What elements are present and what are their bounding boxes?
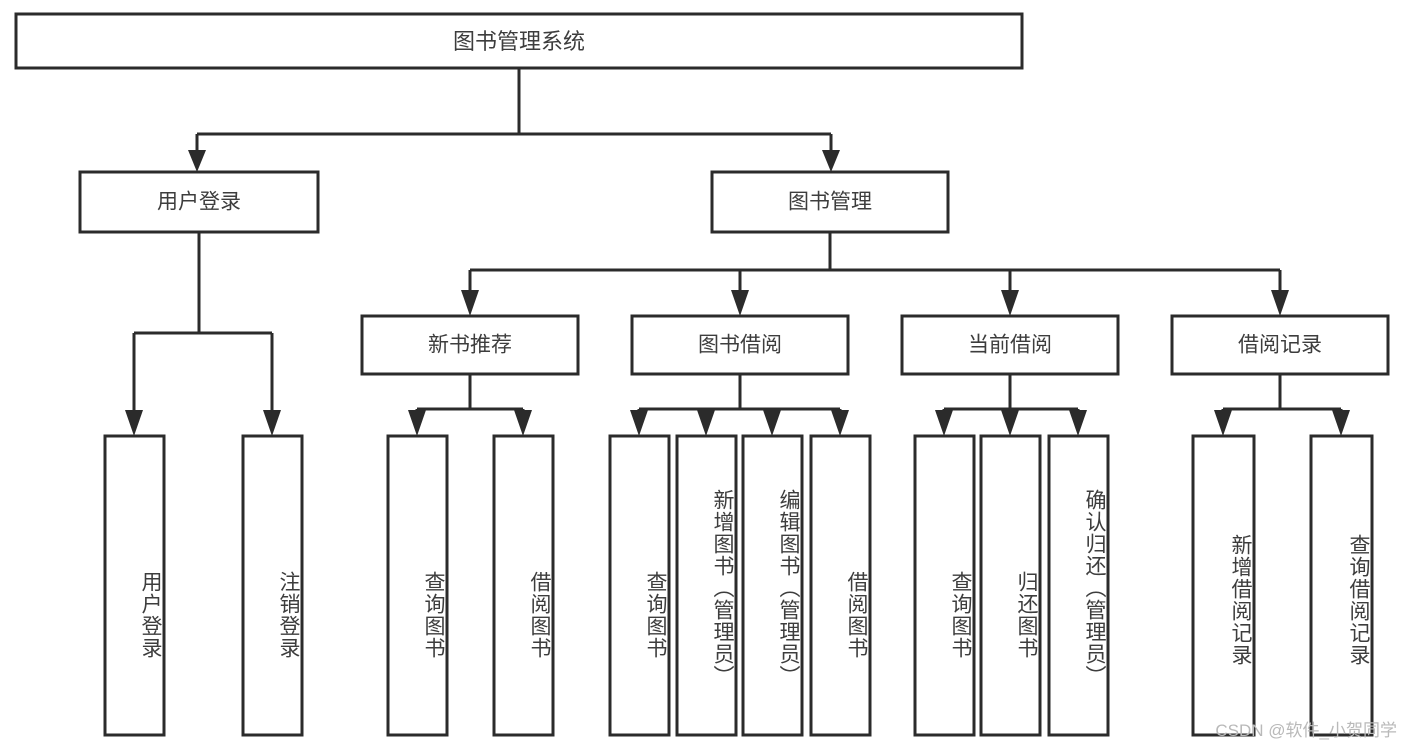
node-root-system[interactable]: 图书管理系统 [14, 12, 1024, 70]
leaf-box-borrow-1[interactable] [675, 434, 738, 737]
node-user-login[interactable]: 用户登录 [78, 170, 320, 234]
arrow-head-icon-bookmgmt-0 [461, 290, 479, 316]
arrow-head-icon-root-1 [822, 150, 840, 172]
leaf-box-current-1[interactable] [979, 434, 1042, 737]
arrow-head-icon-record-1 [1332, 410, 1350, 436]
arrow-head-icon-borrow-1 [697, 410, 715, 436]
node-borrow-record[interactable]: 借阅记录 [1170, 314, 1390, 376]
arrow-head-icon-root-0 [188, 150, 206, 172]
level2-label-0: 用户登录 [157, 191, 241, 214]
arrow-head-icon-recommend-0 [408, 410, 426, 436]
arrow-head-icon-current-0 [935, 410, 953, 436]
arrow-head-icon-bookmgmt-3 [1271, 290, 1289, 316]
root-box[interactable] [14, 12, 1024, 70]
leaf-box-record-1[interactable] [1309, 434, 1374, 737]
arrow-head-icon-bookmgmt-1 [731, 290, 749, 316]
level3-label-1: 图书借阅 [698, 334, 782, 357]
leaf-box-current-0[interactable] [913, 434, 976, 737]
level3-box-3[interactable] [1170, 314, 1390, 376]
arrow-head-icon-userlogin-0 [125, 410, 143, 436]
arrow-head-icon-borrow-3 [831, 410, 849, 436]
leaf-box-recommend-0[interactable] [386, 434, 449, 737]
arrow-head-icon-recommend-1 [514, 410, 532, 436]
watermark-text: CSDN @软件_小贺同学 [1215, 721, 1397, 740]
node-book-borrow[interactable]: 图书借阅 [630, 314, 850, 376]
leaf-box-borrow-2[interactable] [741, 434, 804, 737]
arrow-head-icon-bookmgmt-2 [1001, 290, 1019, 316]
arrow-head-icon-borrow-2 [763, 410, 781, 436]
level3-label-2: 当前借阅 [968, 334, 1052, 357]
level3-box-1[interactable] [630, 314, 850, 376]
arrow-head-icon-current-1 [1001, 410, 1019, 436]
node-new-book-recommend[interactable]: 新书推荐 [360, 314, 580, 376]
level3-box-0[interactable] [360, 314, 580, 376]
level2-box-1[interactable] [710, 170, 950, 234]
leaf-box-user-login-1[interactable] [241, 434, 304, 737]
level3-label-3: 借阅记录 [1238, 334, 1322, 357]
root-label: 图书管理系统 [453, 29, 585, 54]
arrow-head-icon-record-0 [1214, 410, 1232, 436]
leaf-box-record-0[interactable] [1191, 434, 1256, 737]
level2-label-1: 图书管理 [788, 191, 872, 214]
arrow-head-icon-borrow-0 [630, 410, 648, 436]
leaf-box-recommend-1[interactable] [492, 434, 555, 737]
arrow-head-icon-current-2 [1069, 410, 1087, 436]
leaf-box-borrow-0[interactable] [608, 434, 671, 737]
level3-box-2[interactable] [900, 314, 1120, 376]
node-current-borrow[interactable]: 当前借阅 [900, 314, 1120, 376]
leaf-box-borrow-3[interactable] [809, 434, 872, 737]
arrow-head-icon-userlogin-1 [263, 410, 281, 436]
leaf-box-user-login-0[interactable] [103, 434, 166, 737]
level3-label-0: 新书推荐 [428, 334, 512, 357]
node-book-management[interactable]: 图书管理 [710, 170, 950, 234]
leaf-box-current-2[interactable] [1047, 434, 1110, 737]
